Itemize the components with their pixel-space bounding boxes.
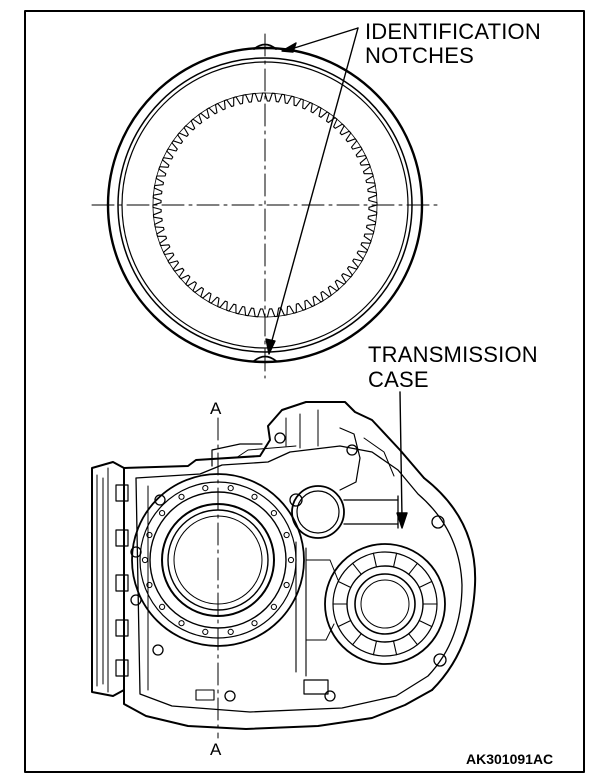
housing-bolt — [251, 620, 258, 627]
case-bolt-bosses — [130, 432, 447, 702]
housing-bolt — [251, 493, 258, 500]
housing-bolt — [283, 531, 290, 539]
right-bearing-housing — [324, 543, 446, 665]
housing-rib — [352, 562, 362, 575]
housing-rib — [337, 580, 352, 589]
identification-leaders — [265, 27, 359, 355]
transmission-case-label-line1: TRANSMISSION — [368, 342, 538, 367]
housing-rib — [372, 640, 378, 656]
housing-bolt — [146, 531, 153, 539]
housing-rib — [418, 580, 433, 589]
housing-bolt — [141, 556, 149, 564]
housing-rib — [408, 633, 418, 646]
identification-notches-label-line2: NOTCHES — [365, 43, 474, 68]
transmission-case — [91, 401, 477, 739]
flange-tabs — [115, 484, 129, 677]
housing-bolt — [159, 509, 166, 517]
housing-bolt — [270, 603, 277, 611]
cylinder-boss — [291, 485, 399, 539]
clutch-plate — [91, 33, 441, 379]
housing-rib — [337, 619, 352, 628]
housing-rib — [408, 562, 418, 575]
housing-rib — [352, 633, 362, 646]
housing-ribs — [332, 552, 438, 656]
housing-rib — [372, 552, 378, 568]
housing-bolt — [227, 485, 234, 492]
internal-gear-teeth — [152, 92, 378, 318]
transmission-leader — [396, 391, 408, 529]
housing-bolt — [202, 628, 209, 636]
housing-bolt — [283, 581, 290, 589]
housing-bolt — [178, 493, 185, 500]
housing-bolt — [159, 603, 166, 611]
housing-bolt — [178, 620, 185, 627]
housing-rib — [392, 640, 398, 656]
housing-bolt — [270, 509, 277, 517]
identification-notches-label-line1: IDENTIFICATION — [365, 19, 541, 44]
section-mark-top: A — [210, 399, 222, 418]
housing-bolts — [141, 485, 295, 636]
housing-bolt — [227, 628, 234, 636]
housing-bolt — [146, 581, 153, 589]
transmission-case-label-line2: CASE — [368, 367, 429, 392]
figure-frame — [24, 10, 585, 773]
figure-code: AK301091AC — [466, 751, 554, 767]
section-mark-bottom: A — [210, 740, 222, 759]
housing-bolt — [202, 485, 209, 492]
housing-rib — [418, 619, 433, 628]
housing-bolt — [287, 556, 295, 564]
housing-rib — [392, 552, 398, 568]
